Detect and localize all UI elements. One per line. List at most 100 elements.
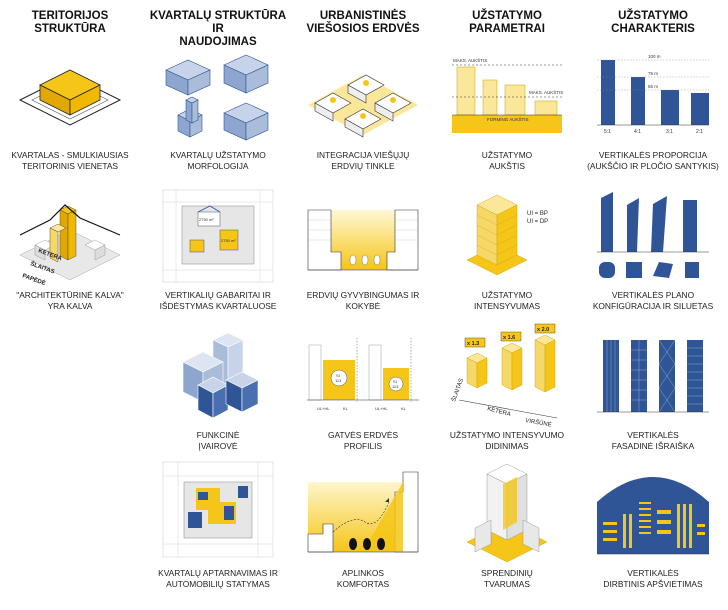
functional-diversity-icon xyxy=(182,332,259,419)
height-label-100: 100 m xyxy=(648,54,661,59)
label-max-height-2: MAKS. AUKŠTIS xyxy=(529,89,563,95)
height-parameter-icon: MAKS. AUKŠTIS MAKS. AUKŠTIS FORMING AUKŠ… xyxy=(452,57,563,133)
caption-line1: KVARTALAS - SMULKIAUSIAS xyxy=(11,150,129,160)
height-label-55: 55 m xyxy=(648,84,658,89)
factor-1-3: x 1.3 xyxy=(467,341,479,347)
artificial-lighting-icon xyxy=(597,477,709,555)
caption-line1: UŽSTATYMO xyxy=(481,290,533,300)
caption-line1: ERDVIŲ GYVYBINGUMAS IR xyxy=(306,290,420,300)
sustainability-tower-icon xyxy=(466,463,548,563)
street-label-ulhl-2: UL+HL xyxy=(375,406,388,411)
caption-line1: UŽSTATYMO INTENSYVUMO xyxy=(449,430,565,440)
street-label-kl-1: KL xyxy=(343,406,349,411)
caption-line2: AUKŠTIS xyxy=(489,160,525,171)
caption-line2: PROFILIS xyxy=(343,440,383,451)
block-isometric-icon xyxy=(18,69,122,126)
caption-line2: IŠDĖSTYMAS KVARTALUOSE xyxy=(159,300,277,311)
label-max-height: MAKS. AUKŠTIS xyxy=(453,57,487,63)
caption-line2: ERDVIŲ TINKLE xyxy=(331,160,395,171)
caption-line1: GATVĖS ERDVĖS xyxy=(327,430,399,440)
caption-line1: INTEGRACIJA VIEŠŲJŲ xyxy=(316,150,410,160)
caption-line2: TVARUMAS xyxy=(484,578,530,589)
caption-line2: YRA KALVA xyxy=(47,300,93,311)
caption-line2: DIDINIMAS xyxy=(485,440,529,451)
caption-line1: "ARCHITEKTŪRINĖ KALVA" xyxy=(16,290,124,300)
ratio-label-2-1: 2:1 xyxy=(696,129,703,135)
caption-line1: APLINKOS xyxy=(342,568,384,578)
street-label-ulhl-1: UL+HL xyxy=(317,406,330,411)
caption-line1: UŽSTATYMO xyxy=(481,150,533,160)
street-label-si-2: SI xyxy=(393,379,397,384)
caption-line2: MORFOLOGIJA xyxy=(187,160,249,171)
caption-line1: VERTIKALIŲ GABARITAI IR xyxy=(165,290,271,300)
public-spaces-network-icon xyxy=(308,74,418,138)
block-morphology-icon xyxy=(165,54,269,141)
label-ketera-axis: KETERA xyxy=(486,406,511,418)
cell-gatves-profilis: SI 113 SI 113 UL+HL KL UL+HL KL GATVĖS E… xyxy=(293,330,433,478)
caption-line2: INTENSYVUMAS xyxy=(473,300,541,311)
caption-line2: (AUKŠČIO IR PLOČIO SANTYKIS) xyxy=(587,160,719,171)
label-slaitas-axis: ŠLAITAS xyxy=(450,378,465,403)
density-tower-icon: UI = BP UI = DP xyxy=(466,194,548,276)
caption-line1: KVARTALŲ APTARNAVIMAS IR xyxy=(158,568,278,578)
tower-silhouettes-icon xyxy=(597,192,709,278)
caption-line2: TERITORINIS VIENETAS xyxy=(21,160,119,171)
ratio-label-4-1: 4:1 xyxy=(634,129,641,135)
factor-2-0: x 2.0 xyxy=(537,327,549,333)
factor-1-6: x 1.6 xyxy=(503,335,515,341)
street-label-si-1: SI xyxy=(336,373,340,378)
caption-line2: AUTOMOBILIŲ STATYMAS xyxy=(166,578,270,589)
caption-line1: VERTIKALĖS xyxy=(627,568,679,578)
proportion-bars-icon: 100 m 75 m 55 m 5:1 4:1 3:1 2:1 xyxy=(597,54,709,135)
area-label-1: 2750 m² xyxy=(199,217,214,222)
cell-architekturine-kalva: KETERA ŠLAITAS PAPĖDĖ "ARCHITEKTŪRINĖ KA… xyxy=(0,190,140,338)
area-label-2: 2750 m² xyxy=(221,238,236,243)
environment-comfort-icon xyxy=(307,471,419,553)
parking-plan-icon xyxy=(162,461,274,558)
label-ui-bp: UI = BP xyxy=(527,211,548,217)
height-label-75: 75 m xyxy=(648,71,658,76)
caption-line1: KVARTALŲ UŽSTATYMO xyxy=(170,150,266,160)
space-vitality-icon xyxy=(307,209,419,271)
ratio-label-3-1: 3:1 xyxy=(666,129,673,135)
caption-line2: ĮVAIROVĖ xyxy=(198,440,238,451)
ratio-label-5-1: 5:1 xyxy=(604,129,611,135)
block-plan-icon: 2750 m² 2750 m² xyxy=(162,189,274,283)
caption-line1: VERTIKALĖS xyxy=(627,430,679,440)
street-label-113-1: 113 xyxy=(335,378,342,383)
caption-line2: KOKYBĖ xyxy=(345,300,381,311)
street-label-kl-2: KL xyxy=(401,406,407,411)
cell-aukstis: MAKS. AUKŠTIS MAKS. AUKŠTIS FORMING AUKŠ… xyxy=(437,45,577,193)
caption-line1: VERTIKALĖS PLANO xyxy=(611,290,695,300)
caption-line2: FASADINĖ IŠRAIŠKA xyxy=(611,440,695,451)
caption-line1: FUNKCINĖ xyxy=(196,430,240,440)
street-label-113-2: 113 xyxy=(392,384,399,389)
caption-line2: DIRBTINIS APŠVIETIMAS xyxy=(603,578,703,589)
label-ui-dp: UI = DP xyxy=(527,219,548,225)
architectural-hill-icon: KETERA ŠLAITAS PAPĖDĖ xyxy=(19,204,121,287)
label-forming-height: FORMING AUKŠTIS xyxy=(487,116,529,122)
caption-line2: KONFIGŪRACIJA IR SILUETAS xyxy=(592,300,714,311)
street-profile-icon: SI 113 SI 113 UL+HL KL UL+HL KL xyxy=(307,338,419,411)
label-papede: PAPĖDĖ xyxy=(21,272,46,287)
label-virsune-axis: VIRŠŪNĖ xyxy=(525,417,552,429)
cell-proporcija: 100 m 75 m 55 m 5:1 4:1 3:1 2:1 VERTIKAL… xyxy=(583,45,723,193)
